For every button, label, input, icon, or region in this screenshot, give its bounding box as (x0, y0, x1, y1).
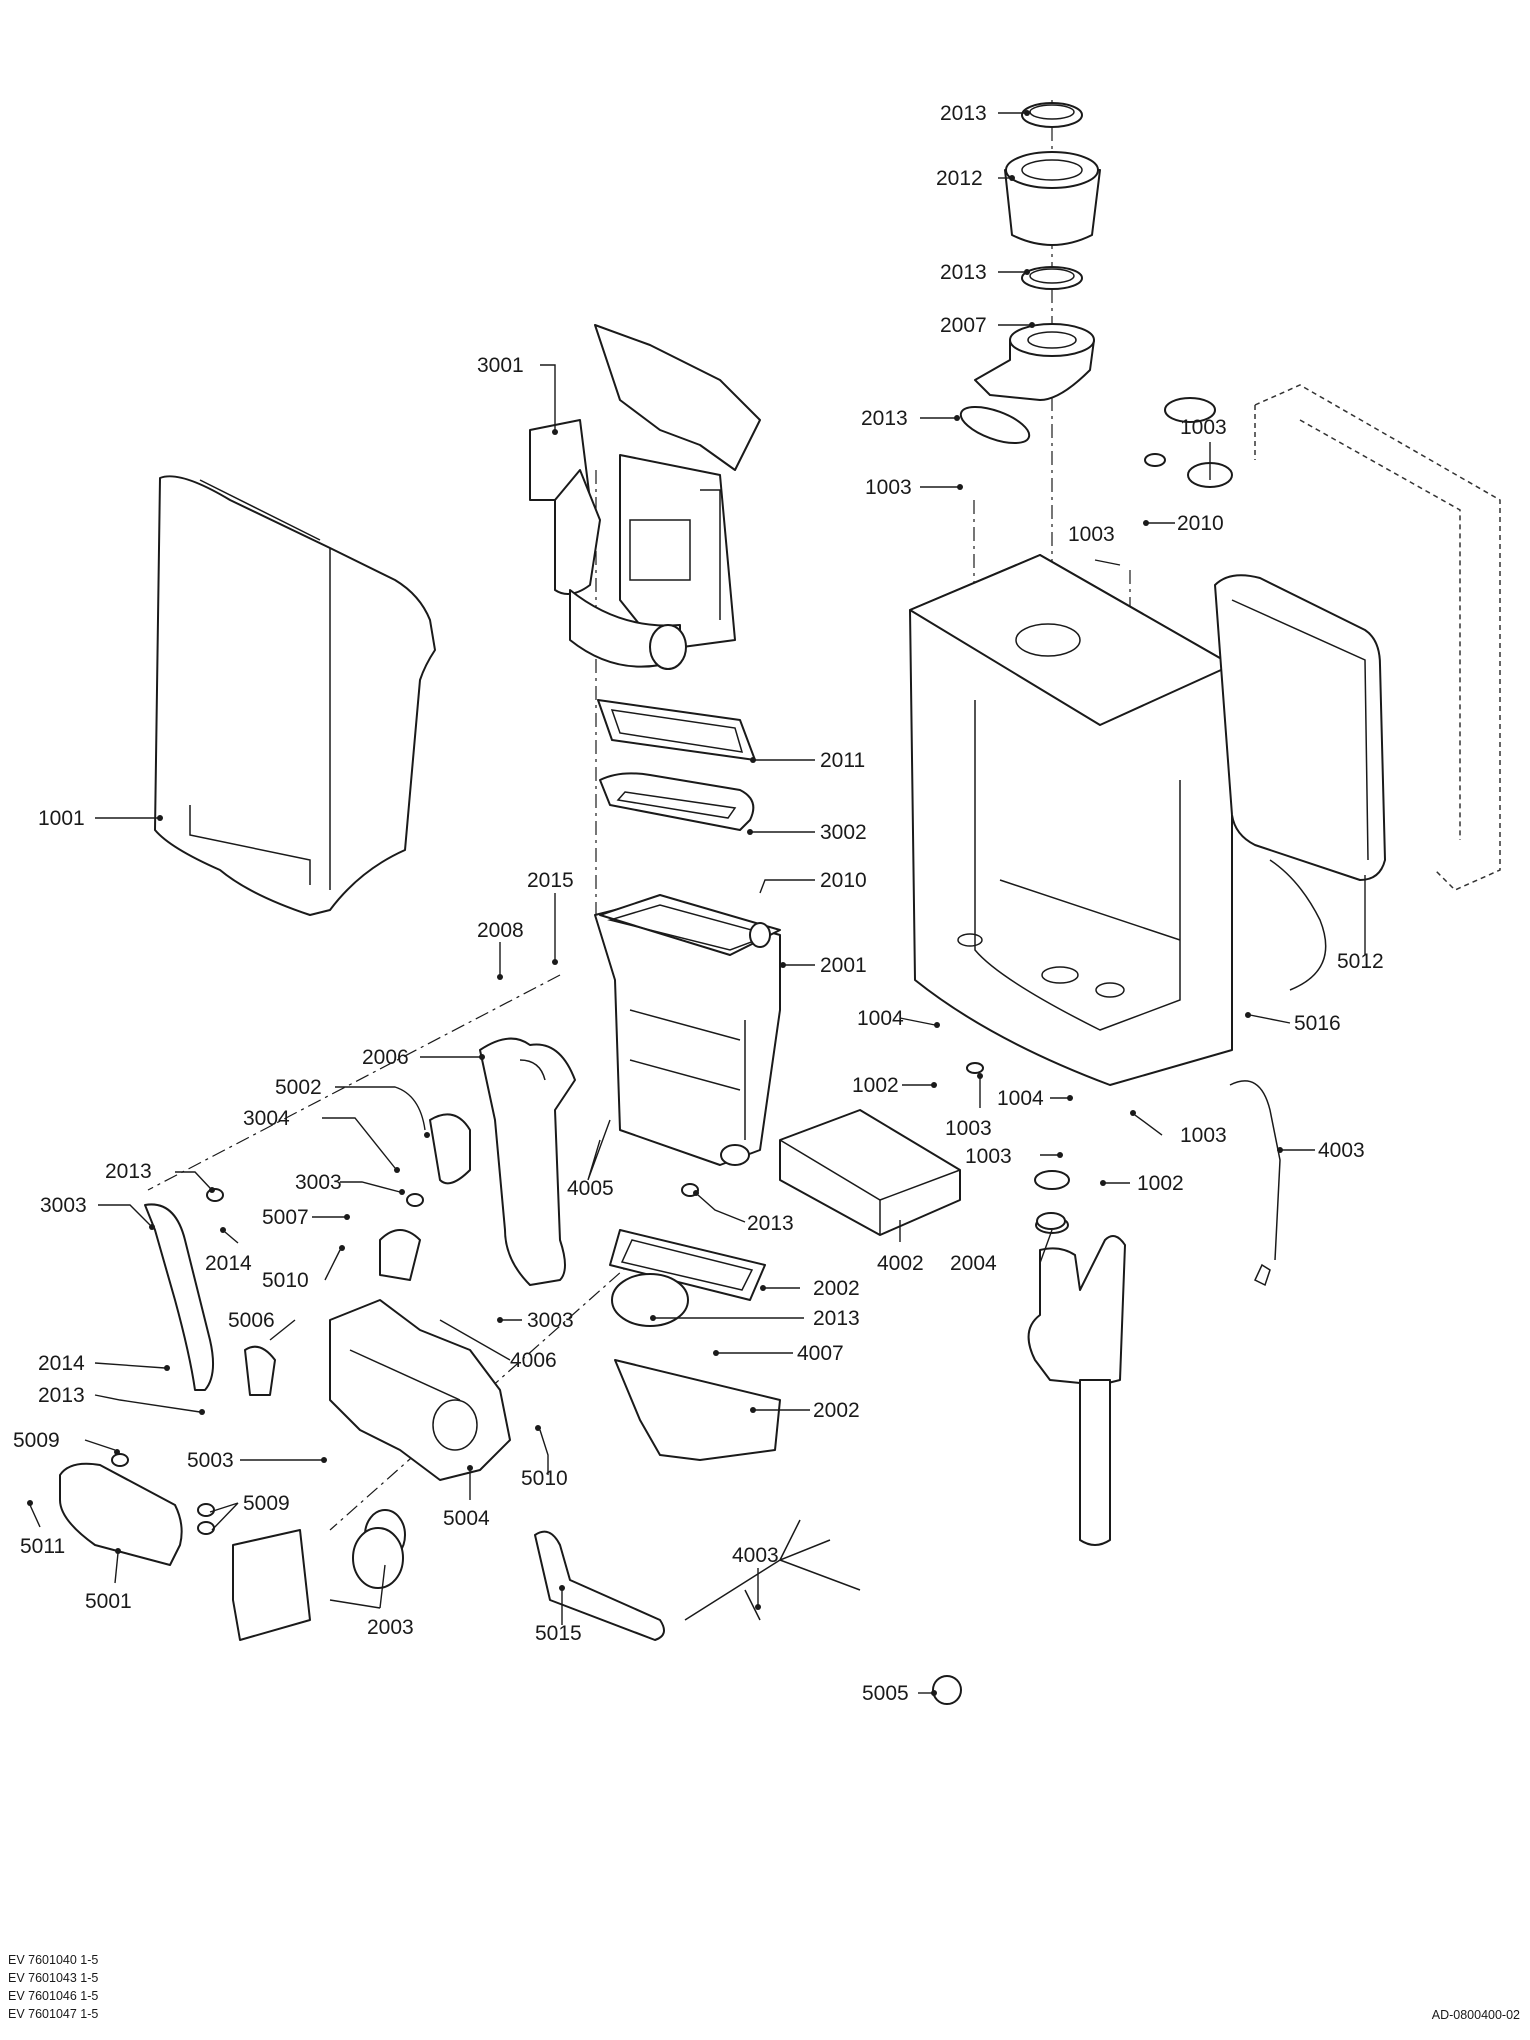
callout-label: 2013 (813, 1307, 860, 1330)
model-number: EV 7601046 1-5 (8, 1989, 99, 2003)
callout-labels: 2013 2012 2013 2007 2013 3001 1003 1003 … (13, 102, 1384, 1705)
callout-label: 2013 (747, 1212, 794, 1235)
callout-label: 3002 (820, 821, 867, 844)
small-fixings (111, 397, 1233, 1589)
callout-label: 3003 (40, 1194, 87, 1217)
callout-label: 2002 (813, 1277, 860, 1300)
callout-label: 1002 (1137, 1172, 1184, 1195)
callout-label: 2001 (820, 954, 867, 977)
callout-label: 5009 (243, 1492, 290, 1515)
callout-label: 1003 (965, 1145, 1012, 1168)
back-panel-outline (1254, 384, 1501, 891)
callout-label: 1002 (852, 1074, 899, 1097)
gaskets (597, 699, 756, 831)
callout-label: 2015 (527, 869, 574, 892)
callout-label: 5001 (85, 1590, 132, 1613)
model-number: EV 7601043 1-5 (8, 1971, 99, 1985)
heat-exchanger (594, 894, 781, 1166)
callout-label: 4003 (1318, 1139, 1365, 1162)
callout-label: 1003 (945, 1117, 992, 1140)
callout-label: 2008 (477, 919, 524, 942)
callout-label: 2014 (205, 1252, 252, 1275)
callout-label: 1004 (997, 1087, 1044, 1110)
callout-label: 3004 (243, 1107, 290, 1130)
callout-label: 2013 (940, 261, 987, 284)
callout-label: 1004 (857, 1007, 904, 1030)
callout-label: 2003 (367, 1616, 414, 1639)
model-number: EV 7601040 1-5 (8, 1953, 99, 1967)
callout-label: 5006 (228, 1309, 275, 1332)
callout-label: 2007 (940, 314, 987, 337)
callout-label: 1003 (1180, 1124, 1227, 1147)
wiring-harnesses (534, 1080, 1281, 1705)
fan-assembly (529, 324, 761, 670)
callout-label: 5015 (535, 1622, 582, 1645)
callout-label: 4006 (510, 1349, 557, 1372)
callout-label: 5010 (521, 1467, 568, 1490)
callout-label: 3003 (527, 1309, 574, 1332)
callout-label: 2013 (940, 102, 987, 125)
callout-label: 2013 (861, 407, 908, 430)
boiler-chassis (909, 554, 1233, 1086)
callout-label: 2014 (38, 1352, 85, 1375)
callout-label: 2006 (362, 1046, 409, 1069)
callout-label: 3001 (477, 354, 524, 377)
callout-label: 1001 (38, 807, 85, 830)
callout-label: 2010 (1177, 512, 1224, 535)
callout-label: 5003 (187, 1449, 234, 1472)
callout-label: 5011 (20, 1535, 65, 1558)
callout-label: 2013 (38, 1384, 85, 1407)
callout-label: 5002 (275, 1076, 322, 1099)
callout-label: 3003 (295, 1171, 342, 1194)
callout-label: 5012 (1337, 950, 1384, 973)
callout-label: 5004 (443, 1507, 490, 1530)
callout-label: 4002 (877, 1252, 924, 1275)
condensate-tray (609, 1229, 781, 1461)
callout-leaders (27, 110, 1366, 1696)
callout-label: 2013 (105, 1160, 152, 1183)
callout-label: 2012 (936, 167, 983, 190)
callout-label: 2004 (950, 1252, 997, 1275)
model-number-list: EV 7601040 1-5 EV 7601043 1-5 EV 7601046… (8, 1951, 98, 2023)
callout-label: 2002 (813, 1399, 860, 1422)
callout-label: 5005 (862, 1682, 909, 1705)
expansion-vessel (1214, 574, 1386, 991)
callout-label: 5009 (13, 1429, 60, 1452)
callout-label: 2011 (820, 749, 865, 772)
callout-label: 5016 (1294, 1012, 1341, 1035)
model-number: EV 7601047 1-5 (8, 2007, 99, 2021)
callout-label: 5007 (262, 1206, 309, 1229)
callout-label: 5010 (262, 1269, 309, 1292)
air-duct (479, 1037, 576, 1286)
condensate-siphon (1027, 1216, 1126, 1546)
callout-label: 1003 (865, 476, 912, 499)
callout-label: 4007 (797, 1342, 844, 1365)
front-casing (154, 475, 436, 916)
callout-label: 2010 (820, 869, 867, 892)
callout-label: 4005 (567, 1177, 614, 1200)
callout-label: 1003 (1180, 416, 1227, 439)
callout-label: 1003 (1068, 523, 1115, 546)
pcb-housing (779, 1109, 961, 1236)
drawing-reference: AD-0800400-02 (1431, 2008, 1520, 2022)
flue-adaptor-stack (959, 102, 1101, 445)
hydraulic-block (59, 1113, 511, 1641)
callout-label: 4003 (732, 1544, 779, 1567)
